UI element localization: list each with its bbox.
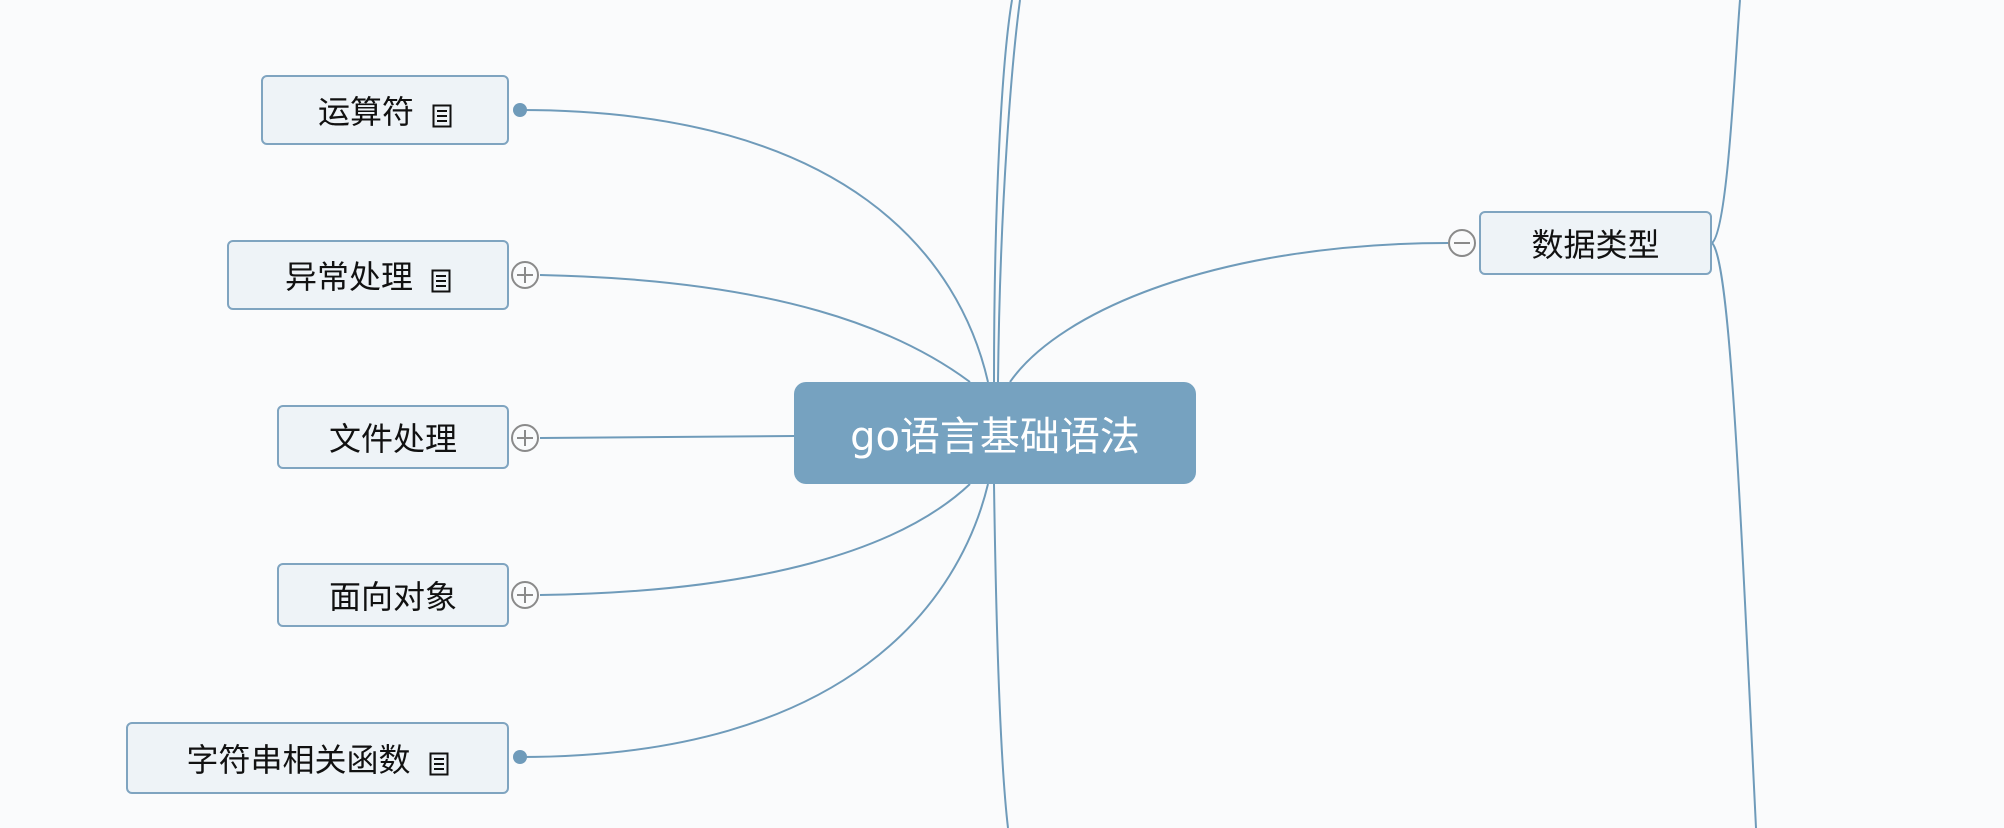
connector-offscreen-top-2 [997, 0, 1021, 383]
topic-file-handling[interactable]: 文件处理 [277, 405, 509, 469]
root-topic[interactable]: go语言基础语法 [794, 382, 1196, 484]
expand-plus-icon[interactable] [510, 580, 540, 610]
topic-string-functions[interactable]: 字符串相关函数 [126, 722, 509, 794]
note-icon[interactable] [431, 263, 451, 293]
connector-dot-icon [513, 750, 527, 764]
connector-datatypes [1009, 242, 1449, 383]
connector-string-funcs [519, 483, 989, 758]
expand-plus-icon[interactable] [510, 423, 540, 453]
topic-exception-handling[interactable]: 异常处理 [227, 240, 509, 310]
note-icon[interactable] [429, 746, 449, 776]
connector-offscreen-top-1 [993, 0, 1013, 383]
connector-offscreen-bottom [993, 483, 1009, 828]
topic-oop-label: 面向对象 [328, 578, 457, 616]
collapse-minus-icon[interactable] [1447, 228, 1477, 258]
connector-operators [519, 109, 989, 383]
topic-data-types-label: 数据类型 [1531, 226, 1660, 264]
connector-datatypes-up [1711, 0, 1741, 244]
topic-operators-label: 运算符 [317, 93, 414, 131]
topic-oop[interactable]: 面向对象 [277, 563, 509, 627]
topic-file-handling-label: 文件处理 [328, 420, 457, 458]
topic-exception-handling-label: 异常处理 [284, 258, 413, 296]
topic-operators[interactable]: 运算符 [261, 75, 509, 145]
expand-plus-icon[interactable] [510, 260, 540, 290]
connector-datatypes-down [1711, 242, 1757, 828]
root-topic-label: go语言基础语法 [850, 414, 1140, 460]
connector-file [539, 435, 796, 439]
note-icon[interactable] [432, 98, 452, 128]
topic-string-functions-label: 字符串相关函数 [186, 741, 411, 779]
topic-data-types[interactable]: 数据类型 [1479, 211, 1712, 275]
connector-dot-icon [513, 103, 527, 117]
connector-oop [539, 483, 971, 596]
connector-exception [539, 274, 971, 383]
